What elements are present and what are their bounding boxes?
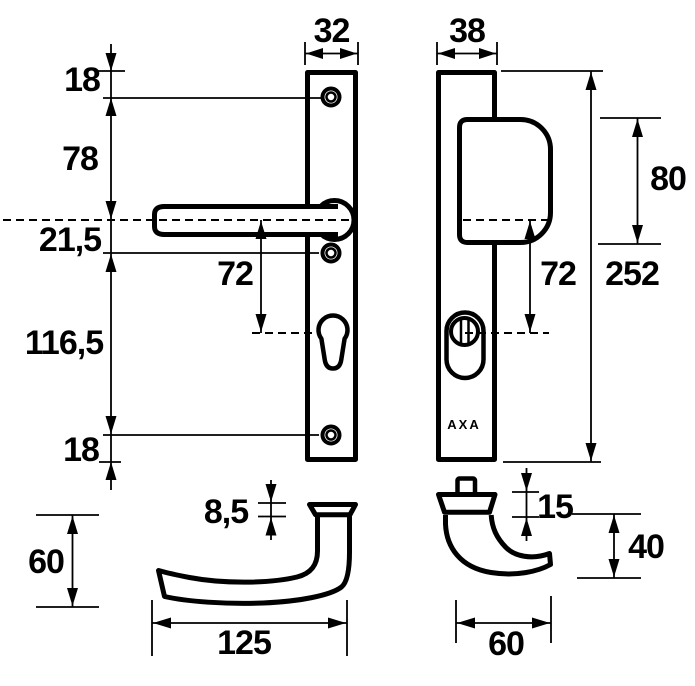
cylinder-core (449, 316, 480, 347)
dim-label-plate-height: 252 (605, 255, 659, 293)
dim-label-pull-base-height: 15 (537, 488, 573, 526)
pull-side-profile (436, 476, 553, 577)
dim-label-pull-projection: 40 (628, 528, 664, 566)
dim-label-plate-width-right: 38 (449, 12, 485, 50)
dimension-arrowheads (67, 48, 643, 629)
dim-label-plate-width-left: 32 (314, 12, 350, 50)
exterior-plate-front-view: AXA (436, 70, 553, 462)
dim-label-top-screw-offset: 18 (64, 61, 100, 99)
lever-curve (156, 514, 352, 606)
brand-logo-text: AXA (447, 417, 480, 432)
euro-cylinder-keyhole (316, 313, 350, 371)
lever-bar-outline (152, 204, 338, 237)
dim-label-pz-right: 72 (540, 255, 576, 293)
interior-plate-front-view (152, 70, 358, 462)
dimension-labels: 32 38 18 78 21,5 116,5 18 72 72 80 252 8… (25, 12, 687, 663)
pull-hook-curve (443, 514, 553, 577)
lever-flange (307, 502, 358, 518)
dim-label-handle-to-screw: 21,5 (39, 221, 101, 259)
screw-hole-middle (320, 242, 342, 264)
dim-label-lever-height: 60 (28, 543, 64, 581)
dim-label-screw-spacing: 116,5 (25, 324, 103, 362)
dim-label-pull-length: 60 (488, 625, 524, 663)
screw-hole-top (320, 86, 342, 108)
dim-label-bottom-screw-offset: 18 (63, 431, 99, 469)
screw-hole-bottom (320, 424, 342, 446)
dim-label-screw-to-handle: 78 (62, 140, 98, 178)
left-backplate (305, 70, 358, 462)
dim-label-flange-thickness: 8,5 (204, 493, 248, 531)
lever-side-profile (156, 502, 358, 606)
dim-label-lever-length: 125 (217, 624, 271, 662)
pull-base (436, 492, 498, 515)
pull-grip (457, 117, 553, 245)
lever-bar-fill (154, 206, 338, 235)
dim-label-grip-height: 80 (650, 160, 686, 198)
dim-label-pz-left: 72 (217, 255, 253, 293)
